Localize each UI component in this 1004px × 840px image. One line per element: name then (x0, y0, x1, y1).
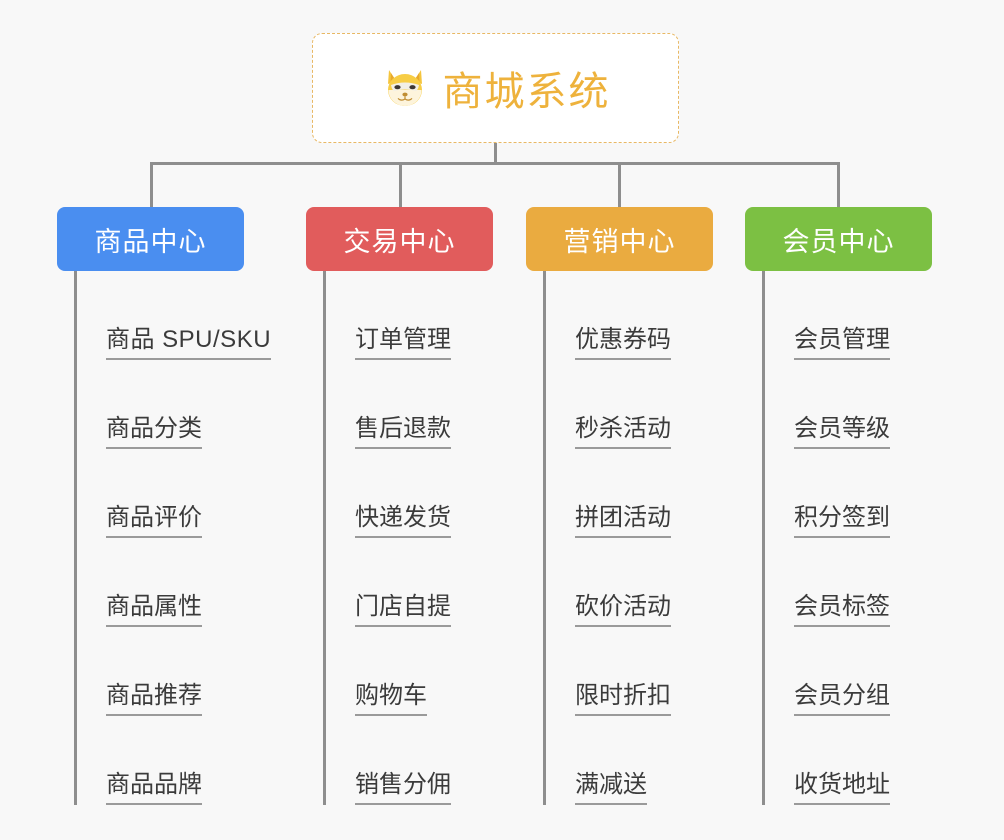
list-item-label: 订单管理 (355, 326, 451, 360)
connector-drop-trade-center (399, 162, 402, 208)
column-marketing-center: 营销中心 优惠券码 秒杀活动 拼团活动 砍价活动 限时折扣 满减送 (526, 207, 713, 805)
connector-bus (150, 162, 840, 165)
list-item[interactable]: 销售分佣 (326, 716, 493, 805)
list-item-label: 商品属性 (106, 593, 202, 627)
connector-drop-marketing-center (618, 162, 621, 208)
list-item[interactable]: 商品评价 (77, 449, 244, 538)
list-item[interactable]: 售后退款 (326, 360, 493, 449)
connector-drop-product-center (150, 162, 153, 208)
column-header-product-center[interactable]: 商品中心 (57, 207, 244, 271)
list-item[interactable]: 订单管理 (326, 271, 493, 360)
column-header-member-center[interactable]: 会员中心 (745, 207, 932, 271)
list-item-label: 会员分组 (794, 682, 890, 716)
list-item-label: 会员等级 (794, 415, 890, 449)
column-items-product-center: 商品 SPU/SKU 商品分类 商品评价 商品属性 商品推荐 商品品牌 (74, 271, 272, 805)
list-item-label: 商品分类 (106, 415, 202, 449)
list-item-label: 砍价活动 (575, 593, 671, 627)
list-item-label: 商品推荐 (106, 682, 202, 716)
list-item[interactable]: 会员管理 (765, 271, 932, 360)
list-item[interactable]: 商品属性 (77, 538, 244, 627)
list-item[interactable]: 会员标签 (765, 538, 932, 627)
list-item-label: 限时折扣 (575, 682, 671, 716)
list-item[interactable]: 商品 SPU/SKU (77, 271, 272, 360)
list-item-label: 快递发货 (355, 504, 451, 538)
list-item[interactable]: 满减送 (546, 716, 713, 805)
list-item-label: 收货地址 (794, 771, 890, 805)
column-product-center: 商品中心 商品 SPU/SKU 商品分类 商品评价 商品属性 商品推荐 商品品牌 (57, 207, 272, 805)
list-item-label: 售后退款 (355, 415, 451, 449)
list-item[interactable]: 限时折扣 (546, 627, 713, 716)
list-item-label: 购物车 (355, 682, 427, 716)
list-item-label: 积分签到 (794, 504, 890, 538)
list-item-label: 优惠券码 (575, 326, 671, 360)
root-node[interactable]: 商城系统 (312, 33, 679, 143)
list-item-label: 满减送 (575, 771, 647, 805)
connector-drop-member-center (837, 162, 840, 208)
list-item-label: 会员标签 (794, 593, 890, 627)
list-item-label: 销售分佣 (355, 771, 451, 805)
list-item[interactable]: 商品分类 (77, 360, 244, 449)
list-item-label: 会员管理 (794, 326, 890, 360)
list-item[interactable]: 拼团活动 (546, 449, 713, 538)
list-item[interactable]: 收货地址 (765, 716, 932, 805)
column-header-marketing-center[interactable]: 营销中心 (526, 207, 713, 271)
list-item[interactable]: 会员分组 (765, 627, 932, 716)
connector-stem (494, 143, 497, 165)
column-items-marketing-center: 优惠券码 秒杀活动 拼团活动 砍价活动 限时折扣 满减送 (543, 271, 713, 805)
list-item[interactable]: 门店自提 (326, 538, 493, 627)
list-item-label: 门店自提 (355, 593, 451, 627)
list-item-label: 商品品牌 (106, 771, 202, 805)
list-item-label: 商品 SPU/SKU (106, 326, 272, 360)
root-title: 商城系统 (442, 70, 611, 114)
list-item[interactable]: 商品品牌 (77, 716, 244, 805)
list-item[interactable]: 快递发货 (326, 449, 493, 538)
column-items-trade-center: 订单管理 售后退款 快递发货 门店自提 购物车 销售分佣 (323, 271, 493, 805)
list-item[interactable]: 会员等级 (765, 360, 932, 449)
list-item-label: 拼团活动 (575, 504, 671, 538)
list-item[interactable]: 积分签到 (765, 449, 932, 538)
column-items-member-center: 会员管理 会员等级 积分签到 会员标签 会员分组 收货地址 (762, 271, 932, 805)
list-item[interactable]: 砍价活动 (546, 538, 713, 627)
column-member-center: 会员中心 会员管理 会员等级 积分签到 会员标签 会员分组 收货地址 (745, 207, 932, 805)
list-item-label: 商品评价 (106, 504, 202, 538)
column-trade-center: 交易中心 订单管理 售后退款 快递发货 门店自提 购物车 销售分佣 (306, 207, 493, 805)
dog-face-icon (381, 64, 429, 112)
list-item-label: 秒杀活动 (575, 415, 671, 449)
list-item[interactable]: 购物车 (326, 627, 493, 716)
list-item[interactable]: 商品推荐 (77, 627, 244, 716)
list-item[interactable]: 优惠券码 (546, 271, 713, 360)
column-header-trade-center[interactable]: 交易中心 (306, 207, 493, 271)
list-item[interactable]: 秒杀活动 (546, 360, 713, 449)
